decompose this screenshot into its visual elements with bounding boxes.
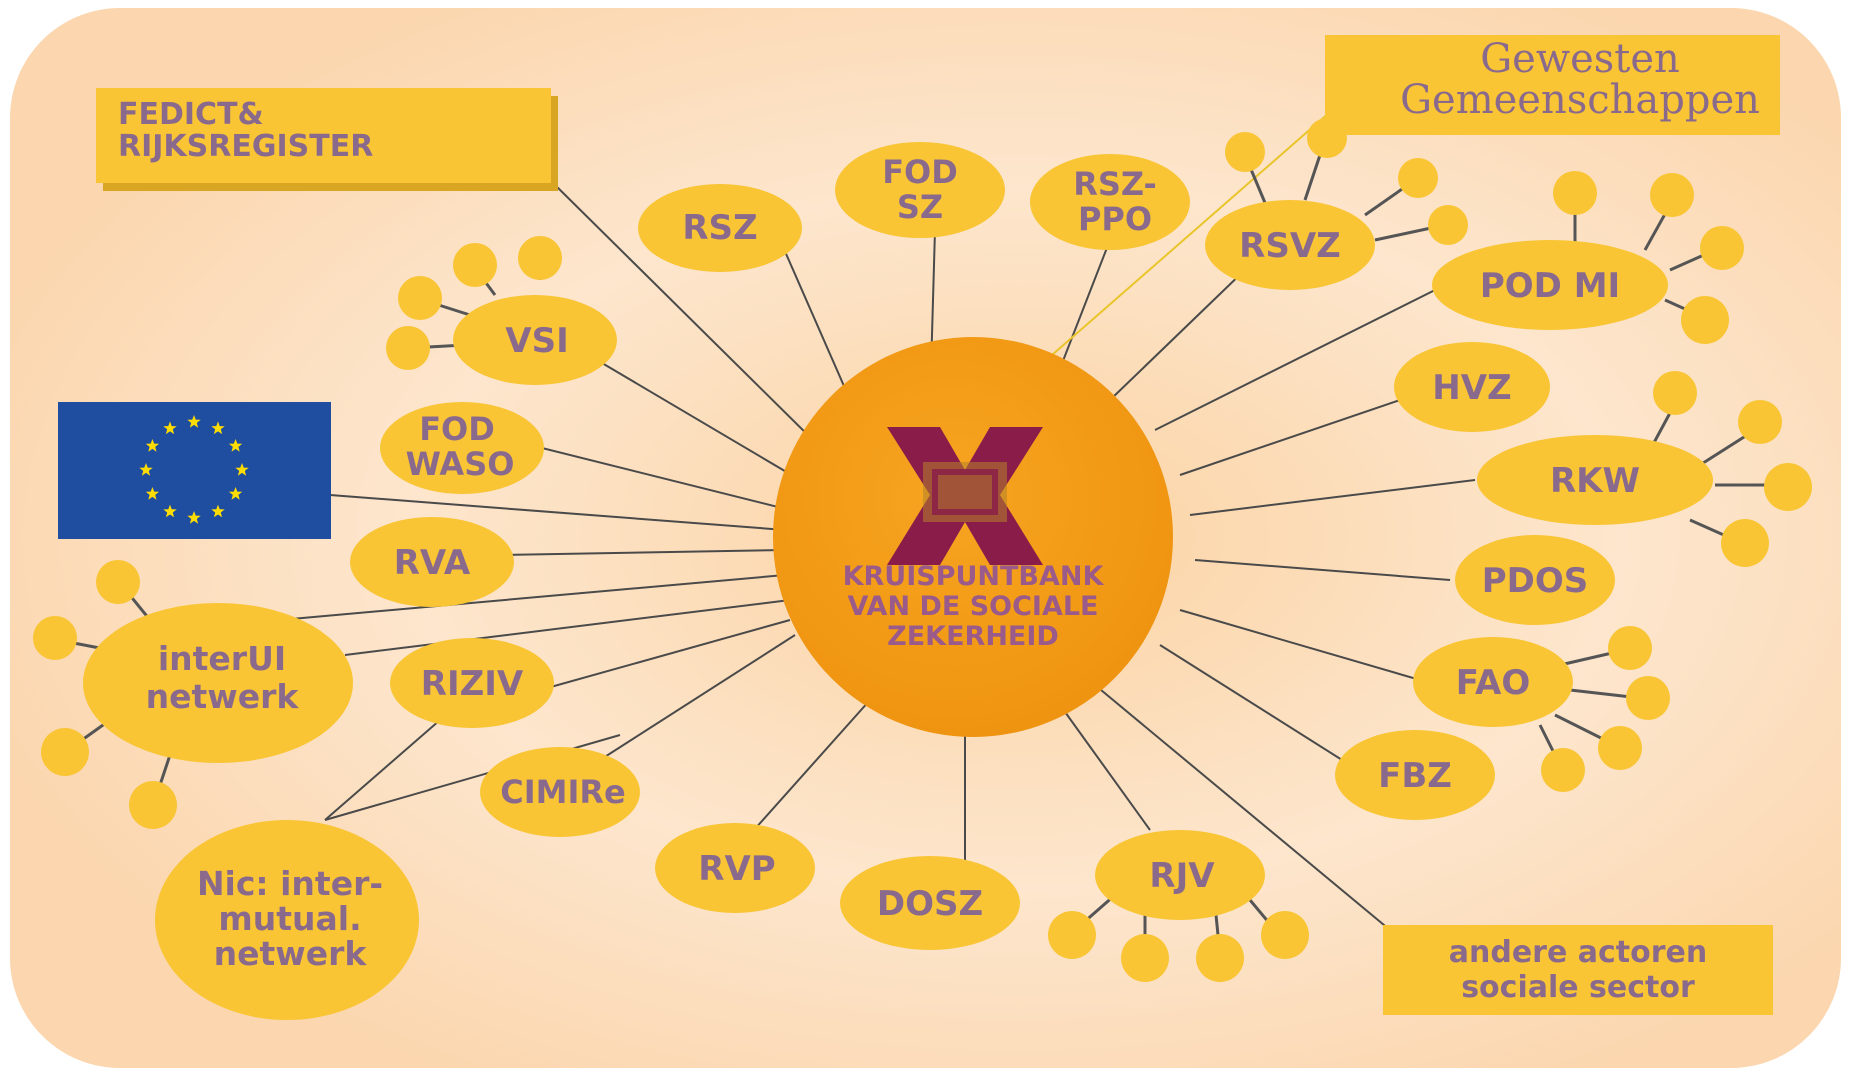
fedict-line-1: FEDICT& [118, 97, 264, 132]
svg-text:Gemeenschappen: Gemeenschappen [1400, 77, 1760, 123]
node-fbz-label: FBZ [1378, 756, 1452, 796]
node-pdos-label: PDOS [1482, 561, 1589, 601]
svg-text:Gewesten: Gewesten [1480, 36, 1680, 82]
node-dosz: DOSZ [840, 856, 1020, 950]
node-rkw: RKW [1477, 435, 1713, 525]
node-rsz: RSZ [638, 184, 802, 272]
node-interui-line-1: interUI [158, 639, 286, 678]
eu-star-icon [163, 504, 177, 518]
node-interui-line-2: netwerk [146, 677, 300, 716]
svg-text:VAN DE SOCIALE: VAN DE SOCIALE [847, 591, 1098, 622]
andere-line-2: sociale sector [1461, 970, 1695, 1005]
agency-nodes: RSZ FOD SZ RSZ- PPO RSVZ POD MI HVZ RKW [83, 142, 1713, 1020]
node-fod-waso-line-1: FOD [419, 410, 495, 448]
svg-text:ZEKERHEID: ZEKERHEID [887, 621, 1059, 652]
eu-star-icon [139, 463, 153, 476]
node-fod-sz: FOD SZ [835, 142, 1005, 238]
node-fod-waso-line-2: WASO [406, 445, 515, 483]
node-hvz: HVZ [1394, 342, 1550, 432]
node-rvp-label: RVP [698, 849, 775, 889]
hub-line-2: VAN DE SOCIALE [847, 591, 1098, 622]
svg-text:sociale sector: sociale sector [1461, 970, 1695, 1005]
eu-star-icon [187, 511, 201, 524]
svg-text:FEDICT&: FEDICT& [118, 97, 264, 132]
node-vsi: VSI [453, 295, 617, 385]
node-pod-mi-label: POD MI [1480, 266, 1620, 306]
node-rsz-ppo: RSZ- PPO [1030, 154, 1190, 250]
node-rsz-label: RSZ [682, 208, 757, 248]
node-vsi-label: VSI [505, 321, 568, 361]
node-fbz: FBZ [1335, 730, 1495, 820]
eu-star-icon [211, 504, 225, 518]
eu-flag-icon [58, 402, 331, 539]
eu-star-icon [187, 415, 201, 428]
node-fod-waso: FOD WASO [380, 402, 544, 494]
node-rva-label: RVA [394, 543, 471, 583]
node-fod-sz-line-2: SZ [897, 188, 943, 226]
node-nic-line-1: Nic: inter- [197, 864, 383, 903]
node-interui-netwerk: interUI netwerk [83, 603, 353, 763]
node-rkw-label: RKW [1550, 461, 1640, 501]
eu-star-icon [228, 487, 243, 500]
node-nic-line-2: mutual. [218, 899, 361, 938]
node-rsvz: RSVZ [1205, 200, 1375, 290]
node-dosz-label: DOSZ [877, 884, 983, 924]
andere-line-1: andere actoren [1449, 935, 1708, 970]
svg-text:KRUISPUNTBANK: KRUISPUNTBANK [843, 561, 1105, 592]
node-cimire-label: CIMIRe [500, 773, 625, 811]
svg-text:andere actoren: andere actoren [1449, 935, 1708, 970]
andere-actoren-box: andere actoren sociale sector [1383, 925, 1773, 1015]
node-pdos: PDOS [1455, 535, 1615, 625]
node-cimire: CIMIRe [480, 747, 640, 837]
node-nic-netwerk: Nic: inter- mutual. netwerk [155, 820, 419, 1020]
node-rvp: RVP [655, 823, 815, 913]
eu-star-icon [228, 439, 243, 452]
node-rsvz-label: RSVZ [1239, 226, 1341, 266]
eu-star-icon [235, 463, 249, 476]
node-nic-line-3: netwerk [214, 934, 368, 973]
kruispuntbank-logo-icon [887, 427, 1043, 565]
hub-line-1: KRUISPUNTBANK [843, 561, 1105, 592]
gewesten-line-1: Gewesten [1480, 36, 1680, 82]
eu-star-icon [211, 421, 225, 435]
node-pod-mi: POD MI [1432, 240, 1668, 330]
node-fao: FAO [1413, 637, 1573, 727]
node-hvz-label: HVZ [1432, 368, 1511, 408]
node-riziv-label: RIZIV [421, 664, 524, 704]
eu-star-icon [163, 421, 177, 435]
eu-star-icon [145, 487, 160, 500]
gewesten-line-2: Gemeenschappen [1400, 77, 1760, 123]
node-riziv: RIZIV [390, 638, 554, 728]
node-rsz-ppo-line-2: PPO [1078, 200, 1152, 238]
connector-lines [279, 111, 1476, 931]
svg-text:RIJKSREGISTER: RIJKSREGISTER [118, 129, 373, 164]
node-fod-sz-line-1: FOD [882, 153, 958, 191]
fedict-rijksregister-box: FEDICT& RIJKSREGISTER [96, 88, 558, 191]
gewesten-gemeenschappen-box: Gewesten Gemeenschappen [1325, 35, 1780, 135]
fedict-line-2: RIJKSREGISTER [118, 129, 373, 164]
node-rsz-ppo-line-1: RSZ- [1073, 165, 1157, 203]
kruispuntbank-hub: KRUISPUNTBANK VAN DE SOCIALE ZEKERHEID [773, 337, 1173, 737]
node-rjv: RJV [1095, 830, 1265, 920]
hub-line-3: ZEKERHEID [887, 621, 1059, 652]
node-rva: RVA [350, 517, 514, 607]
node-rjv-label: RJV [1149, 856, 1215, 896]
eu-star-icon [145, 439, 160, 452]
node-fao-label: FAO [1456, 663, 1531, 703]
